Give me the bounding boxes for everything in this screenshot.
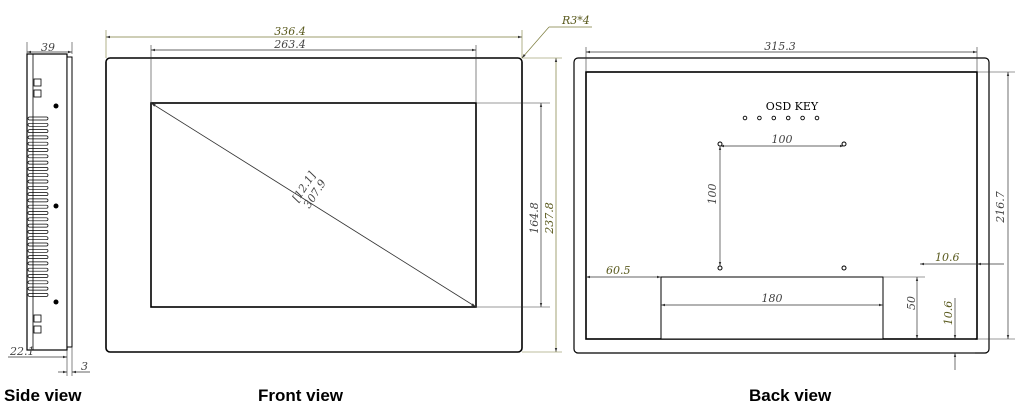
osd-key-label: OSD KEY [766,100,819,113]
vent-slot [27,211,49,215]
side-dim-offset: 22.1 [9,345,35,358]
front-dim-outer-height: 237.8 [543,202,556,235]
diagonal-line [150,102,477,308]
vent-slot [27,274,49,278]
vent-slot [27,242,49,247]
side-vents [27,116,49,297]
back-dim-panel-width: 180 [762,292,783,305]
osd-key-button [785,115,791,121]
vent-slot [27,223,49,228]
back-dim-panel-height: 50 [905,296,918,310]
back-dim-left-offset: 60.5 [606,264,631,277]
back-dim-height: 216.7 [994,191,1007,224]
back-view: OSD KEY 100 100 60.5 180 50 10.6 [573,40,1015,370]
vent-slot [27,293,49,297]
vent-slot [27,204,49,209]
vesa-hole [841,265,847,271]
vent-slot [27,129,49,133]
osd-key-button [800,115,805,121]
vent-slot [27,230,49,234]
screw-dot [53,203,59,209]
side-view-caption: Side view [4,386,82,405]
vent-slot [27,173,49,178]
side-bezel [66,56,73,348]
vent-slot [27,217,49,222]
vent-slot [27,122,49,127]
front-view: [12.1] 307.9 336.4 263.4 R3*4 164.8 237.… [105,14,592,353]
osd-key-button [771,115,777,121]
vent-slot [27,280,49,285]
front-dim-screen-width: 263.4 [273,38,306,51]
front-dim-outer-width: 336.4 [274,25,306,38]
osd-key-button [742,115,748,121]
front-dim-corner: R3*4 [561,14,590,27]
vent-slot [27,148,49,152]
vent-slot [27,160,49,165]
back-dim-mount-v: 100 [706,184,719,205]
vent-slot [27,116,49,121]
side-dim-lip: 3 [81,360,88,373]
osd-key-button [814,115,820,121]
vent-slot [27,141,49,146]
vent-slot [27,154,49,159]
vent-slot [27,236,49,241]
side-dim-depth: 39 [41,41,55,54]
back-dim-bottom-margin: 10.6 [942,301,955,326]
vent-slot [27,267,49,272]
screw-dot [53,103,59,109]
vent-slot [27,167,49,171]
vent-slot [27,179,49,184]
osd-key-button [757,115,762,121]
vent-slot [27,192,49,196]
screw-dot [53,299,59,305]
back-dim-width: 315.3 [764,40,796,53]
vent-slot [27,248,49,253]
front-view-caption: Front view [258,386,344,405]
osd-keys [742,115,820,121]
vent-slot [27,286,49,291]
io-panel [660,276,884,340]
vent-slot [27,185,49,190]
vent-slot [27,198,49,203]
back-view-caption: Back view [749,386,832,405]
front-dim-screen-height: 164.8 [528,202,541,234]
vent-slot [27,255,49,259]
vent-slot [27,135,49,140]
side-view: 39 22.1 3 [8,41,90,376]
vent-slot [27,261,49,266]
back-dim-right-margin: 10.6 [935,251,960,264]
back-dim-mount-h: 100 [772,133,793,146]
